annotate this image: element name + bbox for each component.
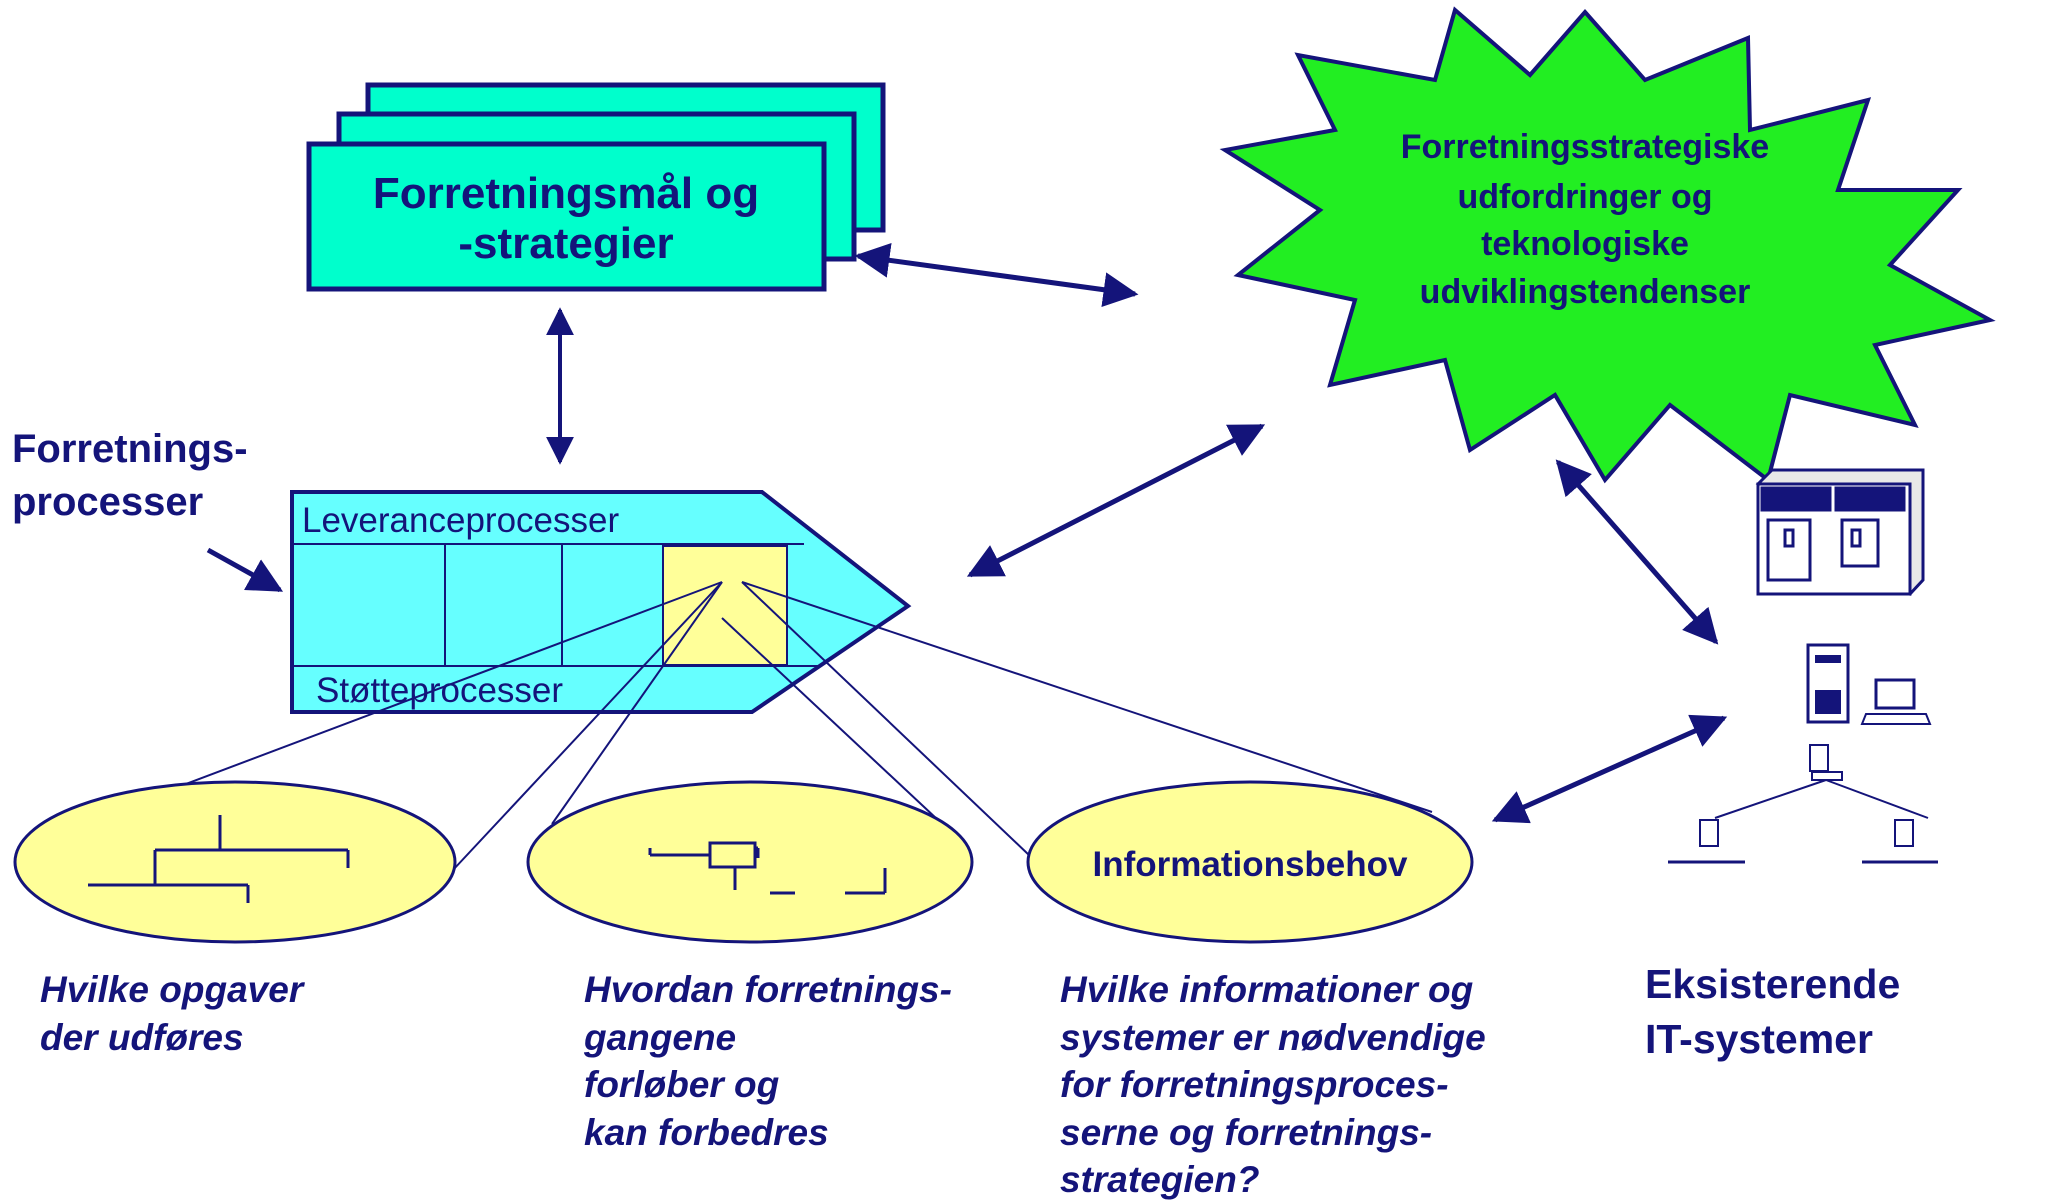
process-bottom-label: Støtteprocesser (316, 671, 563, 710)
caption-info-line2: systemer er nødvendige (1060, 1017, 1486, 1058)
caption-tasks-line2: der udføres (40, 1017, 244, 1058)
caption-info-line3: for forretningsproces- (1060, 1064, 1449, 1105)
process-shape (290, 490, 912, 714)
info-needs-label: Informationsbehov (1092, 845, 1408, 884)
starburst-line1: Forretningsstrategiske (1401, 128, 1769, 166)
existing-it-line2: IT-systemer (1645, 1016, 1873, 1062)
process-label-line2: processer (12, 480, 203, 524)
caption-workflow-line3: forløber og (584, 1064, 779, 1105)
caption-tasks-line1: Hvilke opgaver (40, 969, 306, 1010)
goals-box-stack (306, 82, 886, 292)
caption-info-line5: strategien? (1060, 1159, 1259, 1200)
network-icon (1668, 643, 1938, 864)
goals-box-title-line1: Forretningsmål og (373, 169, 759, 218)
process-top-label: Leveranceprocesser (302, 501, 619, 540)
flowchart-icon (648, 841, 887, 895)
caption-workflow-line2: gangene (583, 1017, 736, 1058)
caption-info-line1: Hvilke informationer og (1060, 969, 1473, 1010)
existing-it-line1: Eksisterende (1645, 961, 1900, 1007)
label-process-arrow (206, 547, 284, 593)
caption-workflow-line1: Hvordan forretnings- (584, 969, 952, 1010)
caption-workflow-line4: kan forbedres (584, 1112, 829, 1153)
starburst-line4: udviklingstendenser (1420, 273, 1751, 311)
goals-starburst-arrow (854, 242, 1139, 308)
process-starburst-arrow (966, 423, 1266, 578)
org-chart-icon (88, 815, 350, 903)
starburst-line2: udfordringer og (1458, 178, 1713, 216)
process-label-line1: Forretnings- (12, 427, 248, 471)
starburst-it-arrow (1555, 459, 1719, 645)
goals-box-title-line2: -strategier (458, 219, 673, 268)
mainframe-icon (1755, 468, 1925, 596)
ellipse-tasks (13, 780, 457, 944)
ellipse-workflow (526, 780, 974, 944)
caption-info-line4: serne og forretnings- (1060, 1112, 1432, 1153)
info-it-arrow (1491, 714, 1728, 824)
starburst-line3: teknologiske (1481, 225, 1689, 263)
ellipse-info (1026, 780, 1474, 944)
